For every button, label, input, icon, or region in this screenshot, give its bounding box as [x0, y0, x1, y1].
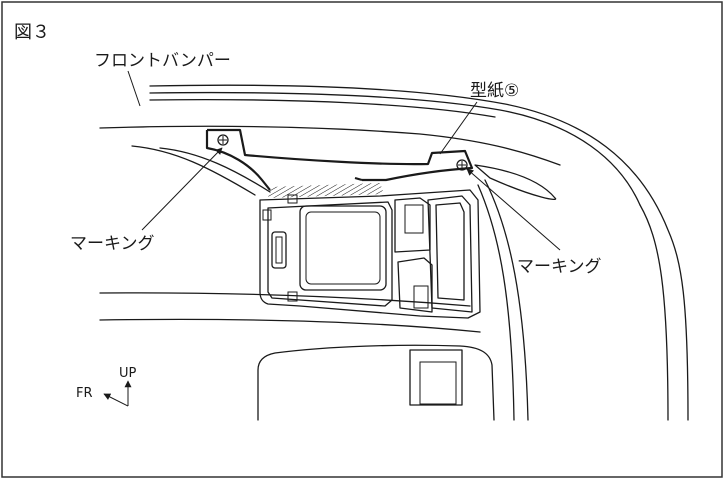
bumper-label: フロントバンパー: [94, 51, 231, 71]
opening-right-edge-2: [477, 184, 515, 421]
bracket-window: [299, 205, 387, 291]
bumper-ridge: [99, 125, 561, 166]
template-label: 型紙⑤: [470, 81, 519, 101]
marking-point-right: [456, 159, 468, 171]
direction-up-label: UP: [119, 366, 137, 381]
marking-right-label: マーキング: [517, 257, 602, 277]
mounting-bracket: [259, 189, 481, 319]
marking-left-label: マーキング: [70, 234, 155, 254]
bumper-top-edge-inner2: [149, 98, 496, 118]
bumper-leader: [127, 70, 141, 107]
template-leader: [439, 101, 478, 155]
bumper-right-lip: [474, 164, 557, 201]
lower-cutout: [257, 344, 495, 421]
fr-arrow: [103, 393, 129, 407]
bumper-top-edge-inner: [149, 91, 641, 206]
marking-point-left: [217, 134, 229, 146]
marking-left-arrow: [141, 147, 223, 231]
opening-right-edge: [484, 179, 529, 421]
marking-right-arrow: [466, 168, 561, 251]
bumper-lower-line: [99, 292, 471, 307]
direction-indicator: UP FR: [76, 366, 137, 407]
bumper-top-edge: [149, 84, 689, 421]
bumper-drawing: [99, 84, 689, 421]
bumper-right-edge: [639, 204, 669, 421]
bumper-lower-line-2: [99, 318, 481, 333]
bumper-left-ridge: [131, 145, 256, 196]
lower-tab: [409, 349, 463, 406]
bumper-left-ridge-2: [159, 147, 271, 193]
direction-fr-label: FR: [76, 386, 93, 401]
template-outline: [205, 128, 474, 198]
figure-label: 図３: [14, 22, 50, 43]
